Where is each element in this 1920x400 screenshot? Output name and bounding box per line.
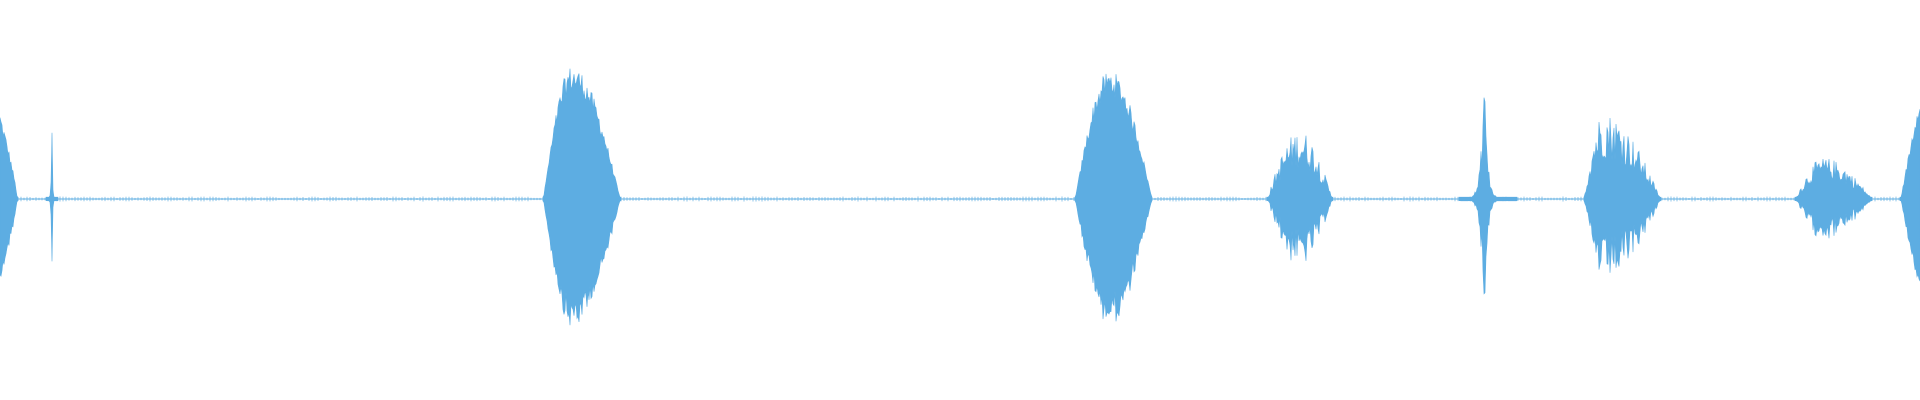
waveform-burst-6 — [1458, 97, 1518, 295]
waveform-burst-2 — [45, 132, 59, 262]
waveform-bursts — [0, 68, 1920, 326]
waveform-burst-5 — [1266, 135, 1334, 261]
waveform-baseline-noise — [0, 196, 1918, 202]
waveform-burst-7 — [1583, 117, 1662, 273]
waveform-burst-9 — [1899, 109, 1920, 282]
